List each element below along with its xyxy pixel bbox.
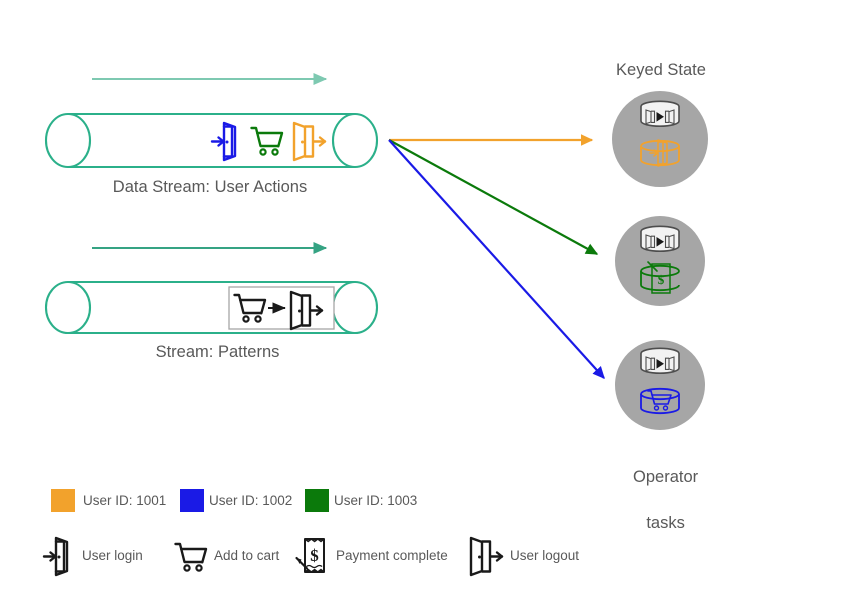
legend-label-1002: User ID: 1002: [209, 493, 293, 508]
routing-arrow-1003: [388, 139, 599, 255]
user-login-cylinder-icon: [640, 139, 680, 167]
legend-payment-complete-icon: [295, 537, 326, 574]
legend-user-logout-icon: [469, 536, 504, 577]
stream-user-actions-label: Data Stream: User Actions: [112, 178, 308, 196]
keyed-state-node-1001[interactable]: [612, 91, 708, 187]
legend-label-1001: User ID: 1001: [83, 493, 167, 508]
event-add-to-cart[interactable]: [250, 126, 284, 156]
operator-tasks-line2: tasks: [646, 514, 685, 532]
keyed-state-node-1003[interactable]: $: [615, 216, 705, 306]
stream-patterns[interactable]: [44, 280, 379, 335]
keyed-state-node-1002[interactable]: [615, 340, 705, 430]
keyed-state-title: Keyed State: [616, 61, 706, 79]
operator-tasks-line1: Operator: [633, 468, 699, 486]
state-cylinder-icon: [640, 225, 680, 252]
event-user-logout[interactable]: [292, 121, 327, 162]
legend-add-to-cart-icon: [174, 542, 208, 572]
legend-swatch-1003: [305, 489, 329, 512]
svg-text:$: $: [658, 272, 665, 287]
stream-user-actions[interactable]: [44, 112, 379, 169]
pattern-rule-box[interactable]: [228, 286, 335, 331]
routing-arrow-1002: [388, 139, 605, 379]
legend-label-payment-complete: Payment complete: [336, 548, 448, 563]
legend-swatch-1001: [51, 489, 75, 512]
legend-label-user-logout: User logout: [510, 548, 580, 563]
legend-label-1003: User ID: 1003: [334, 493, 418, 508]
operator-tasks-label: Operator tasks: [602, 443, 720, 535]
payment-cylinder-icon: $: [640, 261, 680, 294]
cart-cylinder-icon: [640, 387, 680, 415]
legend-label-user-login: User login: [82, 548, 143, 563]
state-cylinder-icon: [640, 347, 680, 375]
state-cylinder-icon: [640, 100, 680, 127]
stream-patterns-label: Stream: Patterns: [155, 343, 280, 361]
legend-swatch-1002: [180, 489, 204, 512]
event-user-login[interactable]: [210, 121, 237, 162]
legend-label-add-to-cart: Add to cart: [214, 548, 280, 563]
legend-user-login-icon: [42, 536, 69, 577]
